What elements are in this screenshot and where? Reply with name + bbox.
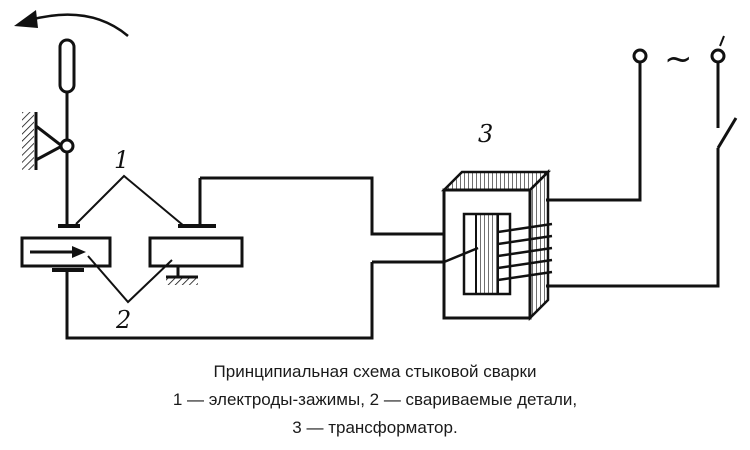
left-workpiece — [20, 236, 112, 268]
ac-symbol: ~ — [664, 39, 693, 79]
caption-legend-line-1: 1 — электроды-зажимы, 2 — свариваемые де… — [172, 390, 578, 409]
caption-legend-line-2: 3 — трансформатор. — [292, 418, 458, 437]
label-transformer: 3 — [478, 120, 493, 148]
label-parts: 2 — [115, 306, 131, 334]
circuit-wires — [65, 62, 720, 340]
label-electrodes: 1 — [114, 146, 129, 174]
leader-lines-2 — [87, 255, 173, 304]
lever-handle — [58, 38, 76, 140]
transformer — [440, 168, 553, 322]
supply-terminal-left — [632, 48, 648, 64]
welding-schematic: 1 2 ~ — [14, 10, 738, 340]
rotation-arrow — [14, 10, 129, 37]
caption-title: Принципиальная схема стыковой сварки — [213, 362, 537, 381]
supply-switch — [716, 117, 738, 149]
supply-terminal-right — [710, 48, 726, 64]
terminal-tick — [719, 35, 725, 47]
ground-symbol — [166, 266, 198, 285]
wall-pivot — [22, 112, 75, 170]
leader-lines-1 — [75, 174, 185, 227]
right-workpiece — [148, 236, 244, 268]
